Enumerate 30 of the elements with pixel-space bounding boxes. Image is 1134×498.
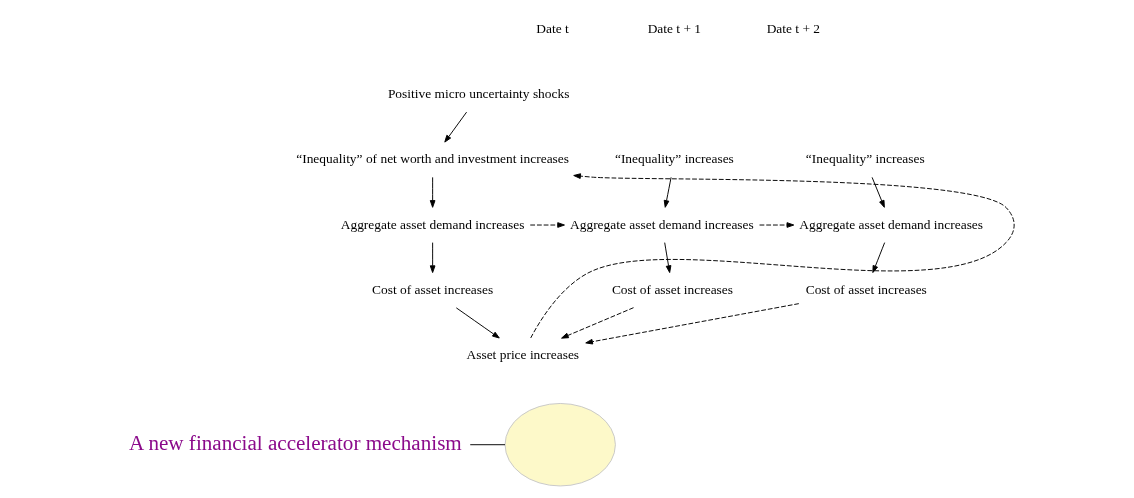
arrow <box>871 242 885 274</box>
arrow <box>529 173 1015 339</box>
label: Date t + 1 <box>647 20 701 36</box>
node-circle <box>504 402 616 487</box>
node-text: Aggregate asset demand increases <box>798 216 983 232</box>
arrow <box>429 242 435 274</box>
node-text: Positive micro uncertainty shocks <box>387 86 569 102</box>
node-text: “Inequality” increases <box>614 151 734 167</box>
node-text: A new financial accelerator mechanism <box>128 431 462 456</box>
node-text: Cost of asset increases <box>371 281 493 297</box>
node-text: Cost of asset increases <box>611 281 733 297</box>
arrow <box>560 307 634 339</box>
node-text: “Inequality” of net worth and investment increases <box>295 151 569 167</box>
label: Date t + 2 <box>766 20 820 36</box>
node-text: Asset price increases <box>466 347 579 363</box>
node-text: Aggregate asset demand increases <box>340 216 524 232</box>
arrow <box>871 176 885 208</box>
arrow <box>429 176 435 208</box>
arrow <box>663 242 671 274</box>
connector <box>469 444 506 446</box>
label: Date t <box>535 20 569 36</box>
node-text: Cost of asset increases <box>805 281 927 297</box>
node-text: “Inequality” increases <box>805 151 925 167</box>
arrow <box>663 176 672 208</box>
arrow <box>443 111 467 143</box>
node-text: Aggregate asset demand increases <box>569 216 754 232</box>
arrow <box>758 222 794 228</box>
arrow <box>584 303 799 345</box>
arrow <box>529 222 565 228</box>
arrow <box>455 307 500 339</box>
